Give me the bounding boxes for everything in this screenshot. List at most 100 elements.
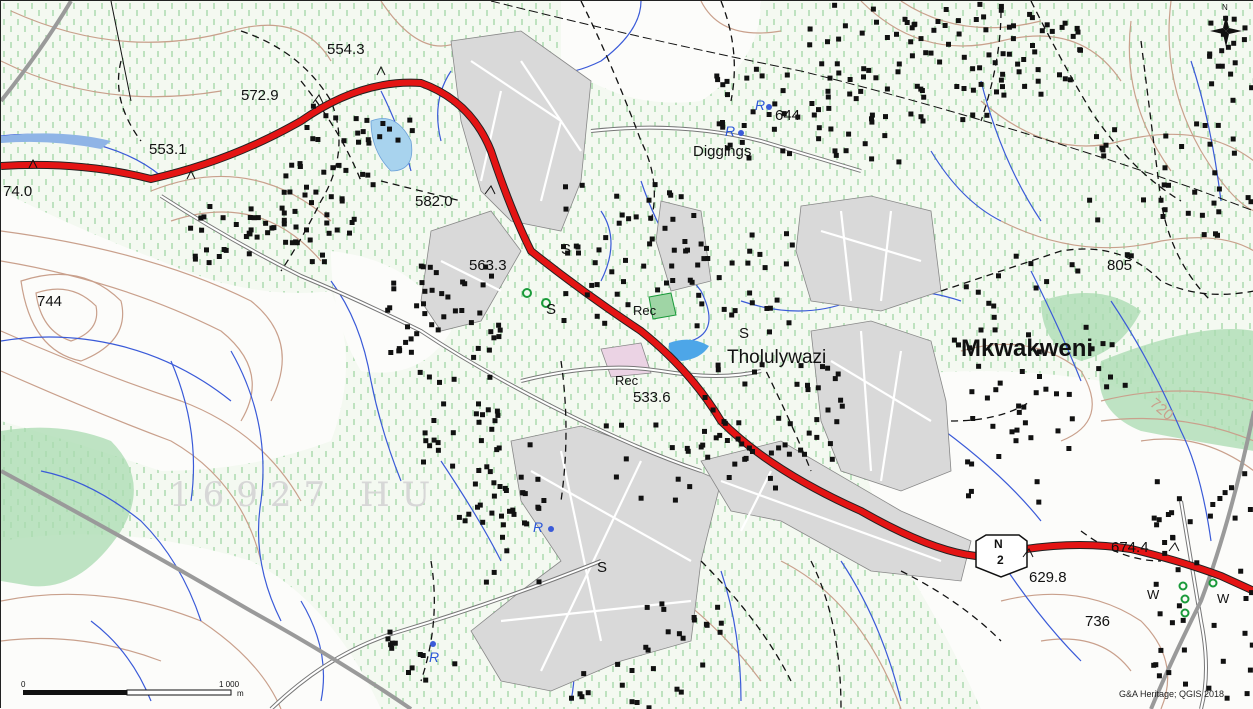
scale-bar [23,690,231,695]
dwelling-marker [905,20,910,25]
dwelling-marker [498,328,503,333]
dwelling-marker [705,623,710,628]
dwelling-marker [309,200,314,205]
dwelling-marker [969,389,974,394]
dwelling-marker [324,212,329,217]
dwelling-marker [343,168,348,173]
dwelling-marker [806,387,811,392]
dwelling-marker [894,32,899,37]
dwelling-marker [1213,231,1218,236]
dwelling-marker [996,454,1001,459]
dwelling-marker [1207,54,1212,59]
dwelling-marker [828,76,833,81]
dwelling-marker [391,286,396,291]
elevation-label: 563.3 [469,257,507,274]
dwelling-marker [673,498,678,503]
dwelling-marker [701,256,706,261]
dwelling-marker [377,134,382,139]
dwelling-marker [493,418,498,423]
dwelling-marker [323,113,328,118]
elevation-label: 644 [775,107,800,124]
dwelling-marker [1166,183,1171,188]
dwelling-marker [1208,142,1213,147]
dwelling-marker [745,261,750,266]
dwelling-marker [361,129,366,134]
dwelling-marker [1194,560,1199,565]
dwelling-marker [994,89,999,94]
dwelling-marker [477,420,482,425]
dwelling-marker [388,630,393,635]
dwelling-marker [564,207,569,212]
dwelling-marker [478,503,483,508]
dwelling-marker [389,646,394,651]
dwelling-marker [836,37,841,42]
dwelling-marker [954,84,959,89]
spring-label: R [755,97,765,113]
elevation-label: 572.9 [241,87,279,104]
dwelling-marker [519,475,524,480]
dwelling-marker [776,416,781,421]
dwelling-marker [1182,648,1187,653]
dwelling-marker [937,60,942,65]
map-credit: G&A Heritage; QGIS 2018 [1119,689,1224,699]
dwelling-marker [984,113,989,118]
dwelling-marker [335,228,340,233]
dwelling-marker [787,452,792,457]
dwelling-marker [736,420,741,425]
dwelling-marker [423,430,428,435]
dwelling-marker [1176,567,1181,572]
dwelling-marker [489,427,494,432]
dwelling-marker [705,455,710,460]
dwelling-marker [752,370,757,375]
dwelling-marker [966,493,971,498]
dwelling-marker [410,665,415,670]
dwelling-marker [1035,479,1040,484]
dwelling-marker [795,382,800,387]
dwelling-marker [847,92,852,97]
dwelling-marker [342,138,347,143]
dwelling-marker [1060,25,1065,30]
dwelling-marker [333,115,338,120]
dwelling-marker [451,430,456,435]
dwelling-marker [439,291,444,296]
dwelling-marker [787,151,792,156]
dwelling-marker [1108,375,1113,380]
dwelling-marker [476,346,481,351]
dwelling-marker [1162,540,1167,545]
dwelling-marker [1161,214,1166,219]
dwelling-marker [624,456,629,461]
dwelling-marker [722,307,727,312]
dwelling-marker [193,257,198,262]
dwelling-marker [775,298,780,303]
dwelling-marker [630,668,635,673]
dwelling-marker [744,456,749,461]
dwelling-marker [952,338,957,343]
dwelling-marker [696,293,701,298]
dwelling-marker [1101,341,1106,346]
dwelling-marker [1217,496,1222,501]
dwelling-marker [742,382,747,387]
dwelling-marker [1238,569,1243,574]
dwelling-marker [854,96,859,101]
dwelling-marker [459,308,464,313]
dwelling-marker [445,295,450,300]
dwelling-marker [990,424,995,429]
dwelling-marker [441,314,446,319]
dwelling-marker [641,264,646,269]
dwelling-marker [645,605,650,610]
dwelling-marker [423,678,428,683]
dwelling-marker [647,198,652,203]
elevation-label: 674.4 [1111,539,1149,556]
dwelling-marker [1030,43,1035,48]
dwelling-marker [430,288,435,293]
dwelling-marker [704,246,709,251]
dwelling-marker [1232,151,1237,156]
dwelling-marker [962,55,967,60]
dwelling-marker [1229,485,1234,490]
dwelling-marker [784,231,789,236]
dwelling-marker [407,118,412,123]
dwelling-marker [979,328,984,333]
dwelling-marker [733,308,738,313]
dwelling-marker [835,61,840,66]
